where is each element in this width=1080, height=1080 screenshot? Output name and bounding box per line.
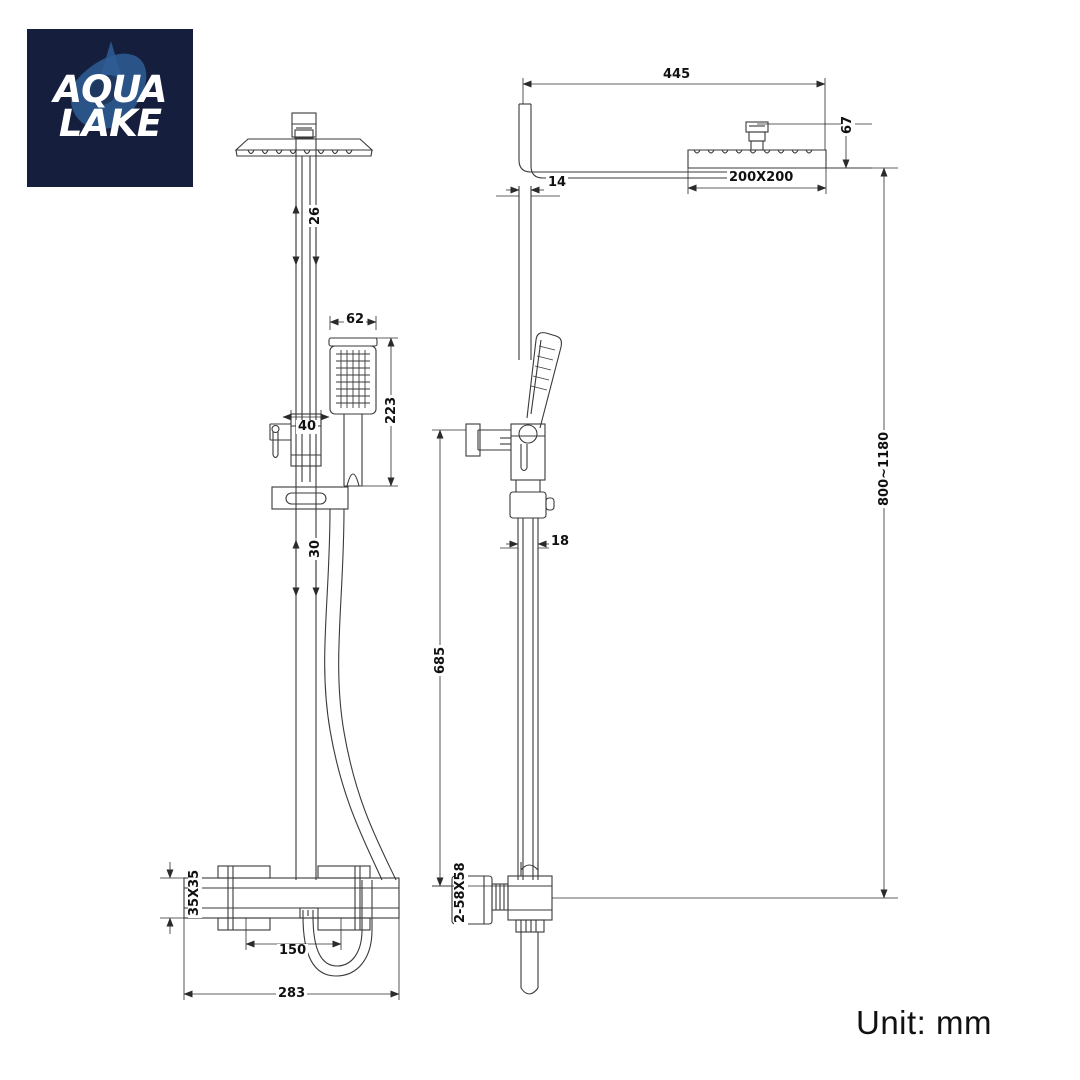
dim-right-arm-projection: 445 bbox=[661, 67, 693, 82]
dim-left-bracket-width: 40 bbox=[296, 419, 319, 434]
dim-left-overall-width: 283 bbox=[276, 986, 308, 1001]
dim-right-riser-height: 685 bbox=[433, 644, 448, 676]
dim-right-head-face-size: 200X200 bbox=[727, 170, 796, 185]
dim-right-wall-fixing-size: 2-58X58 bbox=[453, 860, 468, 925]
dim-left-riser-width: 26 bbox=[308, 204, 323, 227]
dim-left-inlet-centres: 150 bbox=[277, 943, 309, 958]
dim-left-valve-body-size: 35X35 bbox=[187, 867, 202, 918]
dim-right-arm-tube-diameter: 14 bbox=[546, 175, 569, 190]
brand-logo: AQUA LAKE bbox=[27, 29, 193, 187]
dim-right-riser-depth: 18 bbox=[549, 534, 572, 549]
dim-left-handset-width: 62 bbox=[344, 312, 367, 327]
dim-left-handset-length: 223 bbox=[384, 394, 399, 426]
unit-note: Unit: mm bbox=[856, 1004, 992, 1041]
dim-left-lower-riser-width: 30 bbox=[308, 537, 323, 560]
brand-wordmark-line1: AQUA bbox=[53, 68, 167, 111]
brand-wordmark: AQUA LAKE bbox=[27, 68, 193, 146]
dim-right-head-drop: 67 bbox=[840, 113, 855, 136]
dim-right-adjustable-height: 800~1180 bbox=[877, 429, 892, 508]
brand-wordmark-line2: LAKE bbox=[58, 102, 162, 146]
